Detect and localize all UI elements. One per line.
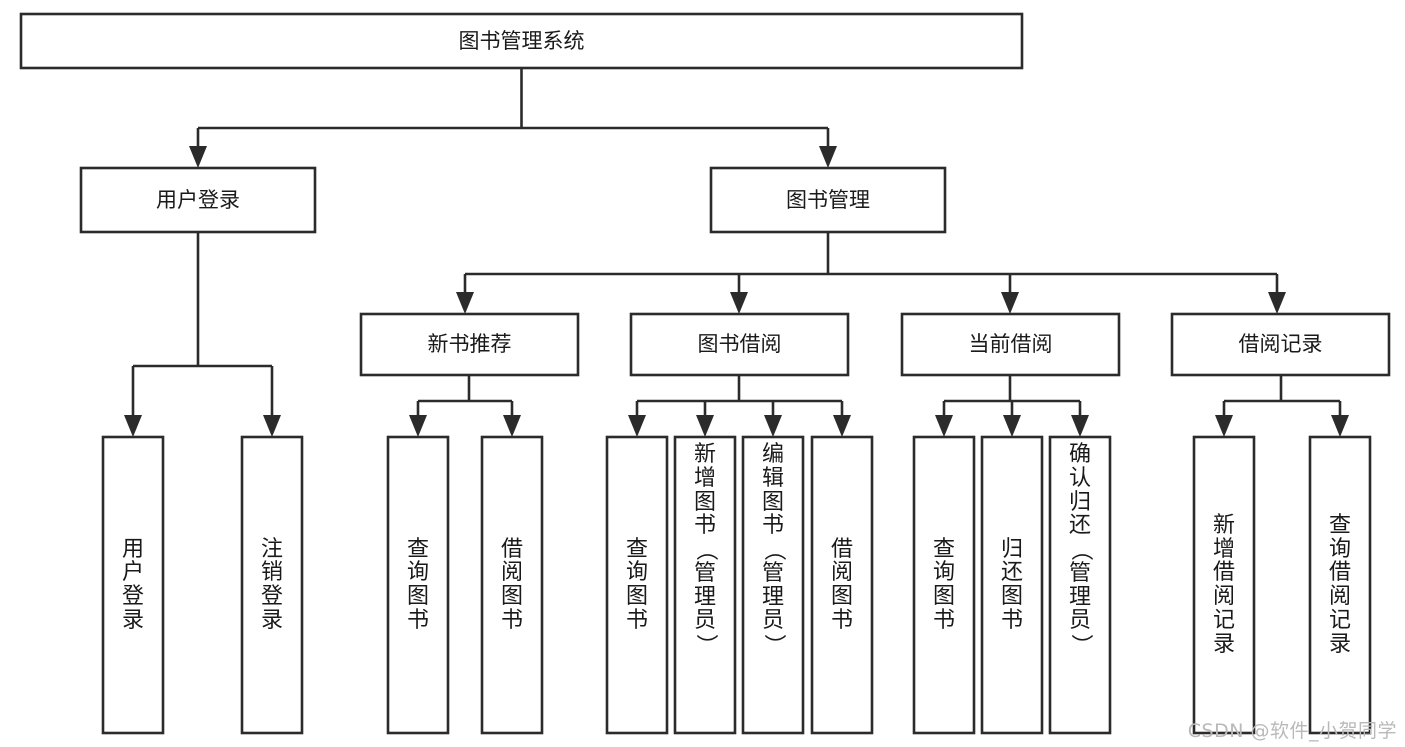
arrowhead-book-borrow [730,292,748,314]
arrowhead-book-manage [819,146,837,168]
arrowhead-currentborrow-leaf-2 [1003,415,1021,437]
node-book-manage[interactable]: 图书管理 [709,166,947,234]
node-book-borrow-box[interactable] [629,312,850,377]
node-new-book-recommend-box[interactable] [359,312,580,377]
arrowhead-bookborrow-leaf-1 [628,415,646,437]
arrowhead-currentborrow-leaf-3 [1071,415,1089,437]
leaf-box-user-login[interactable] [101,435,165,735]
arrowhead-borrowrecord-leaf-1 [1215,415,1233,437]
arrowhead-new-book [456,292,474,314]
arrowhead-bookborrow-leaf-3 [764,415,782,437]
leaf-box-query-borrow-record[interactable] [1308,435,1372,735]
leaf-box-borrow-book-new[interactable] [480,435,544,735]
arrowhead-user-login [189,146,207,168]
node-root-system-label: 图书管理系统 [459,29,585,53]
node-borrow-record-label: 借阅记录 [1239,332,1323,356]
node-user-login[interactable]: 用户登录 [79,166,317,234]
leaf-box-query-book-current[interactable] [912,435,976,735]
leaf-box-borrow-book[interactable] [810,435,874,735]
arrowhead-newbook-leaf-2 [503,415,521,437]
arrowhead-borrow-record [1268,292,1286,314]
node-book-borrow-label: 图书借阅 [698,332,782,356]
node-current-borrow-box[interactable] [900,312,1121,377]
node-user-login-label: 用户登录 [156,188,240,212]
node-current-borrow[interactable]: 当前借阅 [900,312,1121,377]
leaf-box-query-book-borrow[interactable] [605,435,669,735]
node-book-borrow[interactable]: 图书借阅 [629,312,850,377]
leaf-box-query-book-new[interactable] [386,435,450,735]
node-book-manage-box[interactable] [709,166,947,234]
connector-group [124,68,1349,437]
leaf-box-edit-book-admin[interactable] [741,435,805,735]
leaf-box-add-book-admin[interactable] [673,435,737,735]
leaf-box-add-borrow-record[interactable] [1192,435,1256,735]
node-borrow-record[interactable]: 借阅记录 [1170,312,1391,377]
arrowhead-newbook-leaf-1 [409,415,427,437]
arrowhead-borrowrecord-leaf-2 [1331,415,1349,437]
node-user-login-box[interactable] [79,166,317,234]
arrowhead-leaf-user-login [124,415,142,437]
node-new-book-recommend[interactable]: 新书推荐 [359,312,580,377]
arrowhead-currentborrow-leaf-1 [935,415,953,437]
node-root-system-box[interactable] [19,12,1024,70]
leaf-box-logout[interactable] [240,435,304,735]
leaf-box-confirm-return-admin[interactable] [1048,435,1112,735]
node-current-borrow-label: 当前借阅 [969,332,1053,356]
arrowhead-bookborrow-leaf-2 [696,415,714,437]
node-root-system[interactable]: 图书管理系统 [19,12,1024,70]
node-borrow-record-box[interactable] [1170,312,1391,377]
node-book-manage-label: 图书管理 [786,188,870,212]
arrowhead-leaf-logout [263,415,281,437]
node-new-book-recommend-label: 新书推荐 [428,332,512,356]
leaf-box-return-book[interactable] [980,435,1044,735]
arrowhead-bookborrow-leaf-4 [833,415,851,437]
arrowhead-current-borrow [1001,292,1019,314]
